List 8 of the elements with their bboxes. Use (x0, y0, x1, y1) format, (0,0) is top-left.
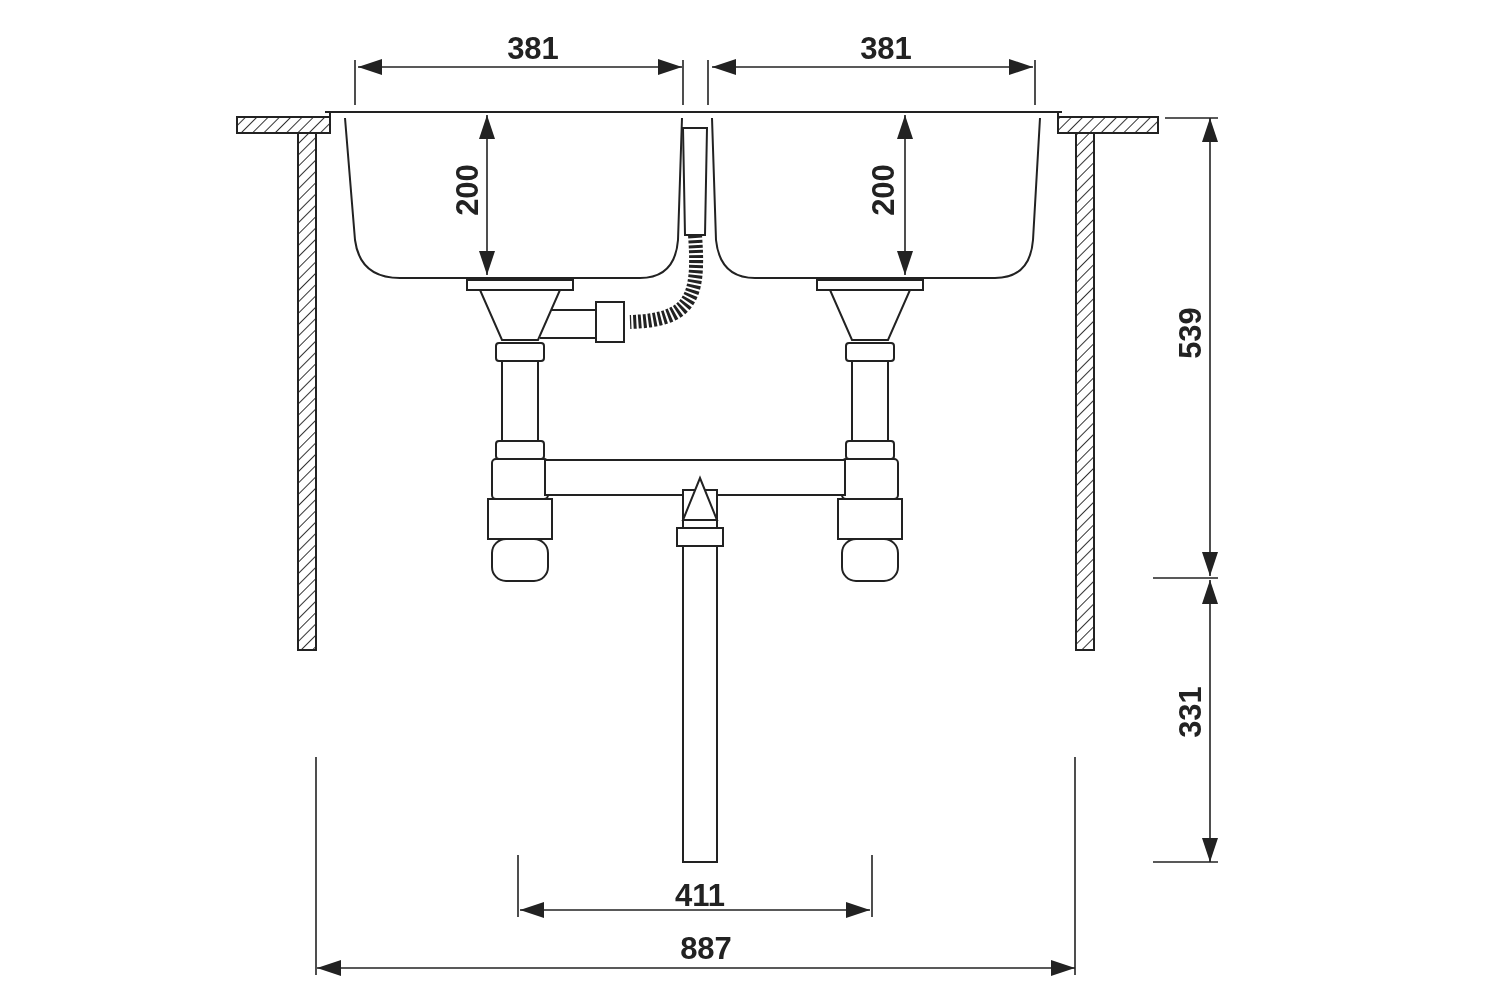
dimension-label: 200 (867, 164, 899, 216)
dimension-label: 381 (860, 32, 912, 64)
dimension-label: 200 (451, 164, 483, 216)
dimension-label: 331 (1174, 686, 1206, 738)
dimension-label: 887 (680, 932, 732, 964)
dimension-label: 539 (1174, 307, 1206, 359)
dimension-label: 411 (675, 879, 725, 911)
dimension-label: 381 (507, 32, 559, 64)
